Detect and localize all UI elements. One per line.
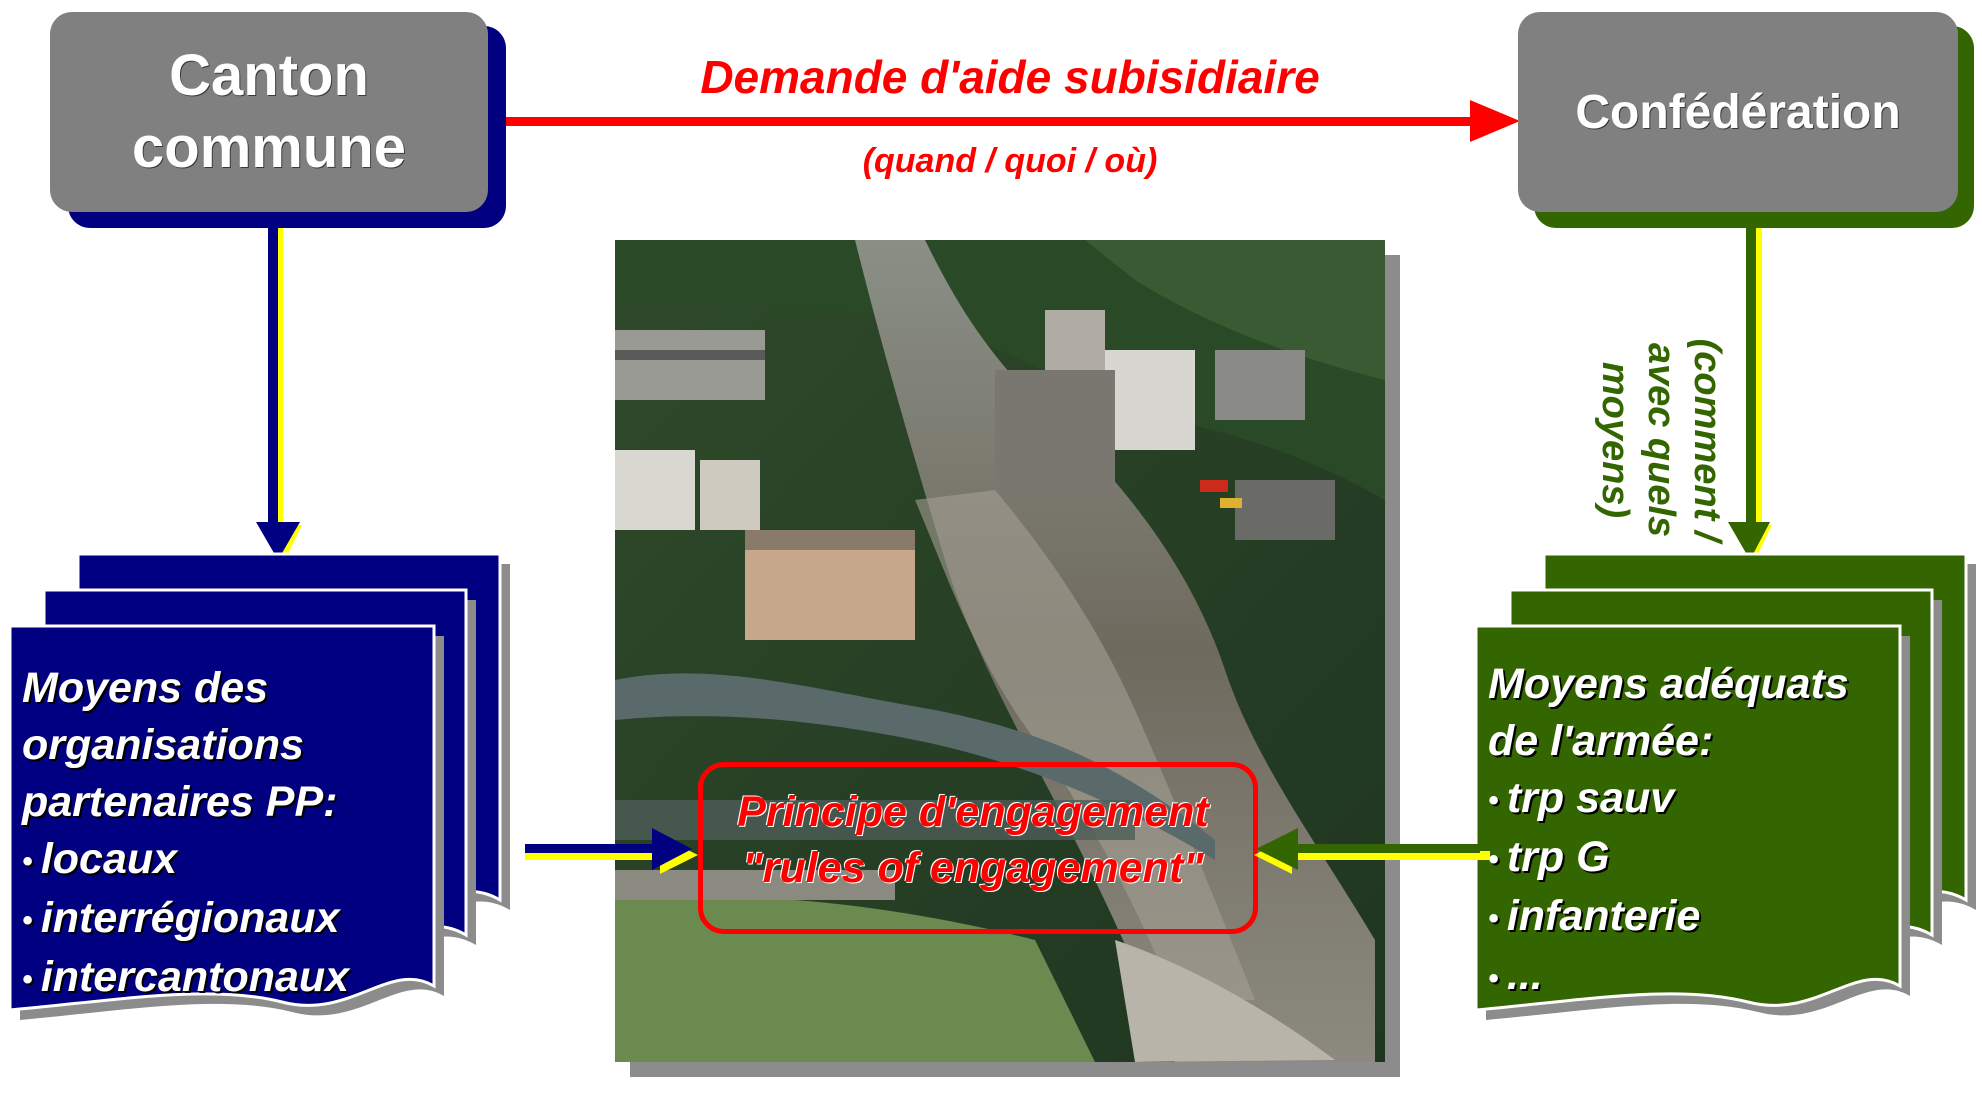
engagement-box <box>698 762 1258 934</box>
list-item: trp sauv <box>1488 770 1918 829</box>
left-doc-heading-3: partenaires PP: <box>22 778 338 826</box>
confed-down-arrow-icon <box>1728 222 1772 562</box>
list-item: infanterie <box>1488 888 1918 947</box>
request-arrow-icon <box>490 100 1520 142</box>
canton-down-arrow-icon <box>256 222 302 562</box>
list-item: intercantonaux <box>22 949 442 1008</box>
left-doc-list: locaux interrégionaux intercantonaux <box>22 831 442 1008</box>
canton-line1: Canton <box>169 43 369 108</box>
confederation-label: Confédération <box>1575 85 1901 139</box>
list-item: interrégionaux <box>22 890 442 949</box>
left-to-center-arrow-icon <box>525 828 698 874</box>
confederation-box: Confédération <box>1518 12 1958 212</box>
right-doc-heading-2: de l'armée: <box>1488 717 1714 765</box>
right-doc-content: Moyens adéquats de l'armée: trp sauv trp… <box>1488 656 1918 1007</box>
landslide-photo <box>615 240 1385 1062</box>
left-doc-content: Moyens des organisations partenaires PP:… <box>22 660 442 1008</box>
left-doc-heading-1: Moyens des <box>22 664 269 712</box>
right-doc-heading-1: Moyens adéquats <box>1488 660 1849 708</box>
engagement-text: Principe d'engagement "rules of engageme… <box>690 784 1256 896</box>
left-doc-heading-2: organisations <box>22 721 304 769</box>
right-doc-list: trp sauv trp G infanterie ... <box>1488 770 1918 1007</box>
request-subtitle: (quand / quoi / où) <box>862 142 1158 180</box>
right-to-center-arrow-icon <box>1254 828 1490 874</box>
request-title: Demande d'aide subisidiaire <box>700 51 1320 103</box>
list-item: trp G <box>1488 829 1918 888</box>
landslide-photo-art <box>615 240 1385 1062</box>
canton-box: Canton commune <box>50 12 488 212</box>
engagement-line1: Principe d'engagement <box>737 788 1209 836</box>
list-item: ... <box>1488 947 1918 1006</box>
canton-line2: commune <box>132 115 406 180</box>
engagement-line2: "rules of engagement" <box>742 844 1204 892</box>
list-item: locaux <box>22 831 442 890</box>
